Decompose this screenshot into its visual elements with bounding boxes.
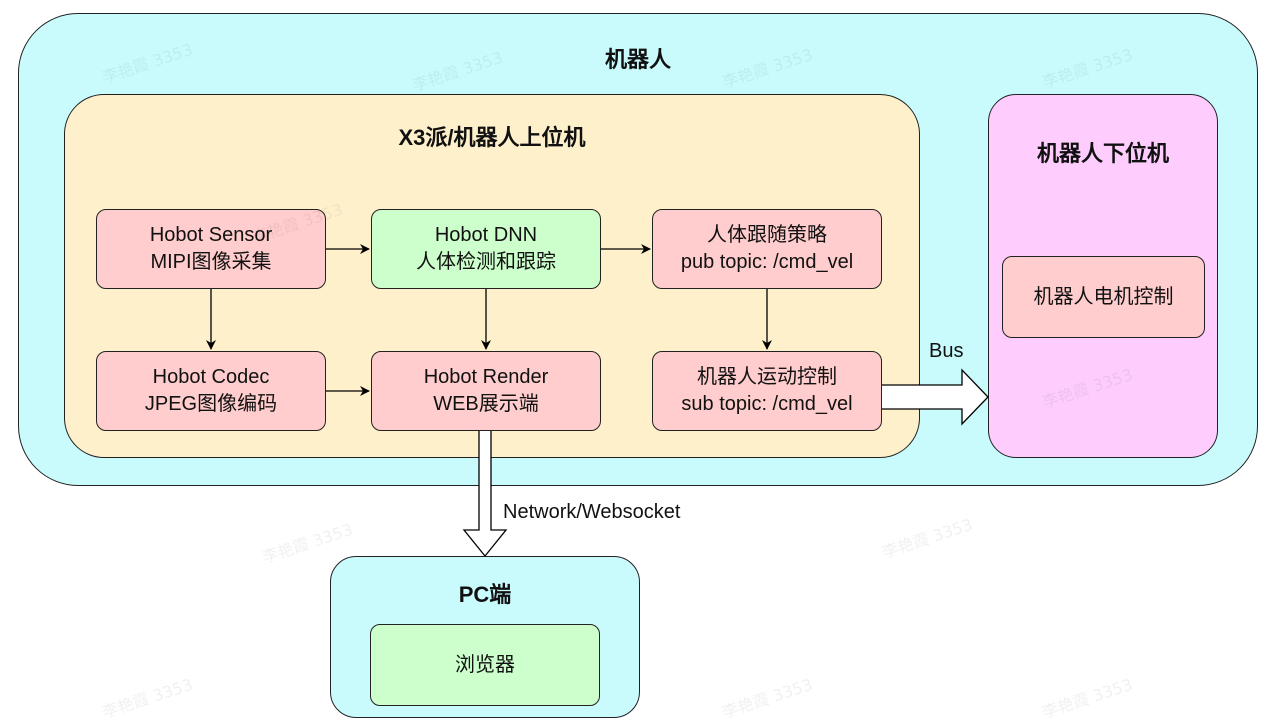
node-line2: MIPI图像采集 [150, 251, 272, 273]
edge-bus-arrow [882, 368, 989, 426]
node-line1: 机器人电机控制 [1033, 285, 1174, 308]
edge-network-arrow [462, 431, 508, 558]
node-motor-control[interactable]: 机器人电机控制 [1002, 256, 1205, 338]
node-line1: Hobot DNN [434, 224, 538, 246]
node-hobot-dnn[interactable]: Hobot DNN 人体检测和跟踪 [371, 209, 601, 289]
pc-title: PC端 [458, 582, 512, 607]
node-line1: Hobot Render [423, 366, 549, 388]
node-motion-control[interactable]: 机器人运动控制 sub topic: /cmd_vel [652, 351, 882, 431]
node-browser[interactable]: 浏览器 [370, 624, 600, 706]
node-line2: 人体检测和跟踪 [416, 251, 556, 273]
robot-title: 机器人 [604, 47, 671, 72]
node-line1: Hobot Codec [152, 366, 270, 388]
node-follow-strategy[interactable]: 人体跟随策略 pub topic: /cmd_vel [652, 209, 882, 289]
node-line2: WEB展示端 [433, 393, 539, 415]
node-line1: 机器人运动控制 [697, 366, 837, 388]
node-hobot-render[interactable]: Hobot Render WEB展示端 [371, 351, 601, 431]
node-line1: Hobot Sensor [149, 224, 273, 246]
node-line2: JPEG图像编码 [144, 393, 278, 415]
node-line1: 浏览器 [455, 653, 515, 676]
upper-computer-title: X3派/机器人上位机 [398, 125, 586, 150]
node-line1: 人体跟随策略 [707, 224, 827, 246]
node-hobot-sensor[interactable]: Hobot Sensor MIPI图像采集 [96, 209, 326, 289]
edge-label-network: Network/Websocket [503, 501, 681, 523]
edge-label-bus: Bus [929, 340, 964, 362]
node-line2: sub topic: /cmd_vel [681, 393, 853, 415]
node-line2: pub topic: /cmd_vel [680, 251, 854, 273]
node-hobot-codec[interactable]: Hobot Codec JPEG图像编码 [96, 351, 326, 431]
lower-computer-title: 机器人下位机 [1036, 141, 1169, 166]
